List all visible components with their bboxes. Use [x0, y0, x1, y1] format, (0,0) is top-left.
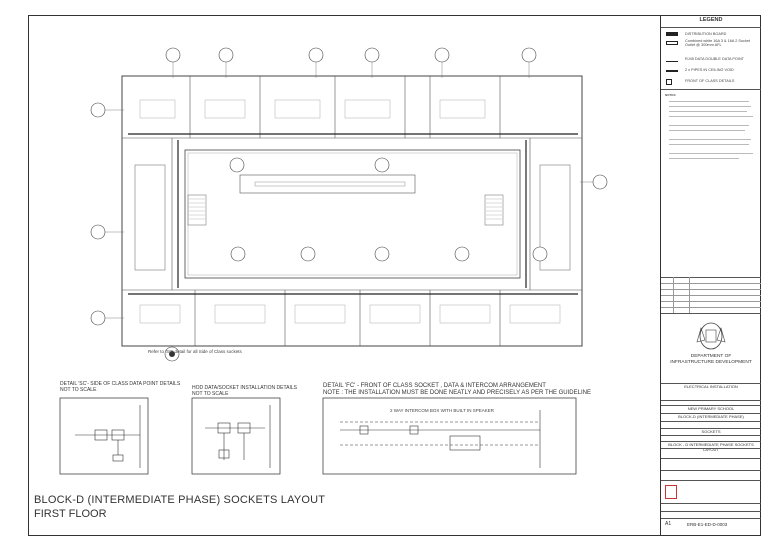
callout-tags: [90, 47, 608, 362]
detail-hod-line1: HOD DATA/SOCKET INSTALLATION DETAILS: [192, 385, 298, 391]
callout-leaders: [105, 62, 593, 319]
legend-title: LEGEND: [699, 17, 723, 23]
legend-item-2: RJ45 DATA DOUBLE DATA POINT: [685, 57, 745, 61]
detail-boxes: [59, 397, 577, 475]
detail-fc-inner-label: 2 WAY INTERCOM BOX WITH BUILT IN SPEAKER: [390, 408, 495, 413]
department-crest-icon: [696, 322, 726, 350]
desk-clusters: [139, 99, 561, 324]
drawing-subtitle: FIRST FLOOR: [34, 508, 107, 520]
detail-fc-label: DETAIL 'FC' - FRONT OF CLASS SOCKET , DA…: [323, 383, 591, 397]
tb-row-block: BLOCK-D (INTERMEDIATE PHASE): [661, 413, 761, 419]
stair-hatching: [189, 198, 502, 220]
drawing-title: BLOCK-D (INTERMEDIATE PHASE) SOCKETS LAY…: [34, 494, 326, 506]
pipe-icon: [666, 70, 678, 76]
cable-runs: [128, 133, 578, 295]
north-arrow: [169, 351, 175, 357]
detail-hod-line2: NOT TO SCALE: [192, 391, 229, 397]
legend-item-1: Combined white 16A 3 & 16A 2 Socket Outl…: [685, 39, 751, 47]
detail-sc-line2: NOT TO SCALE: [60, 387, 97, 393]
legend-item-0: DISTRIBUTION BOARD: [685, 32, 727, 36]
front-of-class-icon: [666, 79, 672, 85]
detail-sc-box: [59, 397, 149, 475]
floor-plan-drawing: [59, 47, 608, 475]
legend-item-3: 2 x PIPES IN CEILING VOID: [685, 68, 734, 72]
detail-fc-content: [340, 410, 541, 468]
legend-item-4: FRONT OF CLASS DETAILS: [685, 79, 735, 83]
detail-sc-label: DETAIL 'SC'- SIDE OF CLASS DATA POINT DE…: [60, 381, 180, 393]
title-block: LEGEND DISTRIBUTION BOARD Combined white…: [660, 15, 761, 536]
drawing-number: ERB-E1-ED-D-0003: [687, 522, 728, 527]
detail-fc-line1: DETAIL 'FC' - FRONT OF CLASS SOCKET , DA…: [323, 383, 546, 389]
tb-row-sockets: SOCKETS: [661, 428, 761, 434]
sheet-size: A1: [665, 521, 672, 527]
detail-hod-box: [191, 397, 281, 475]
detail-fc-line2: NOTE : THE INSTALLATION MUST BE DONE NEA…: [323, 390, 591, 396]
reference-note: Refer to 'SC' detail for all Side of Cla…: [148, 349, 242, 354]
top-wing-rooms: [122, 76, 582, 139]
tb-row-school: NEW PRIMARY SCHOOL: [661, 405, 761, 411]
courtyard-outline: [184, 149, 521, 279]
notes-title: NOTES:: [665, 93, 677, 97]
drawing-sheet-border: [28, 15, 761, 536]
department-line1: DEPARTMENT OF: [690, 354, 732, 359]
detail-hod-content: [205, 405, 271, 468]
socket-outlet-icon: [666, 41, 678, 45]
detail-fc-box: [322, 397, 577, 475]
bottom-wing-rooms: [122, 289, 582, 346]
stair-cores: [187, 194, 504, 226]
data-point-icon: [666, 57, 678, 62]
corridor-element: [239, 174, 416, 194]
detail-sc-content: [75, 405, 141, 468]
tb-row-drawing-title: BLOCK - D INTERMEDIATE PHASE SOCKETS LAY…: [661, 441, 761, 452]
department-line2: INFRASTRUCTURE DEVELOPMENT: [670, 360, 752, 365]
side-wings: [134, 138, 571, 290]
detail-sc-line1: DETAIL 'SC'- SIDE OF CLASS DATA POINT DE…: [60, 381, 181, 387]
building-outline: [121, 75, 583, 347]
detail-hod-label: HOD DATA/SOCKET INSTALLATION DETAILS NOT…: [192, 385, 297, 397]
tb-row-project-type: ELECTRICAL INSTALLATION: [661, 383, 761, 389]
consultant-logo-icon: [665, 485, 677, 499]
distribution-board-icon: [666, 32, 678, 36]
